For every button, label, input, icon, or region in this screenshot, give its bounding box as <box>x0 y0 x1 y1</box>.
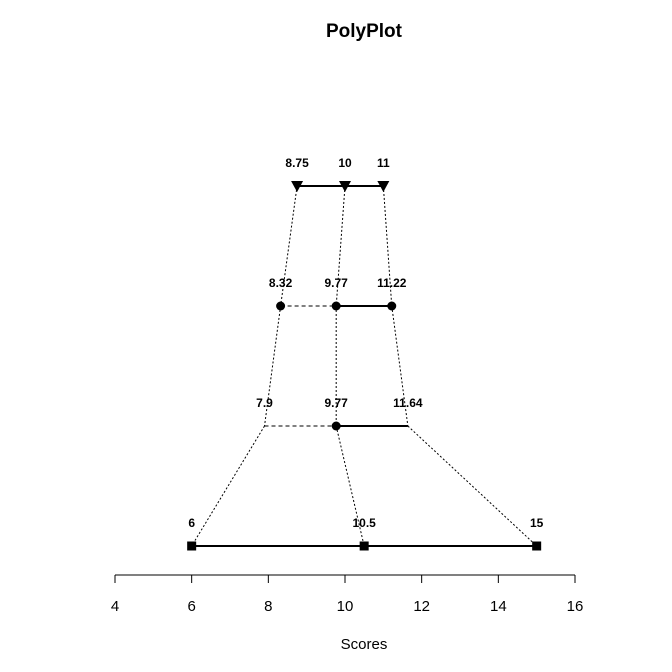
x-tick-label-4: 4 <box>111 598 119 615</box>
marker-upper-0 <box>377 181 390 192</box>
connector-lower-2 <box>191 425 265 547</box>
value-label-upper-2: 11.64 <box>393 396 423 410</box>
connector-lower-1 <box>264 305 282 427</box>
connector-upper-0 <box>382 185 393 307</box>
connector-center-2 <box>335 425 365 547</box>
x-axis: 4 6 8 10 12 14 16 <box>111 574 584 615</box>
marker-upper-3 <box>532 541 542 551</box>
value-labels: 8.75 10 11 8.32 9.77 11.22 7.9 9.77 11.64 6 10.5 15 <box>188 156 543 530</box>
value-label-lower-0: 8.75 <box>285 156 309 170</box>
x-tick-label-16: 16 <box>567 598 584 615</box>
value-label-lower-2: 7.9 <box>256 396 273 410</box>
marker-lower-3 <box>187 541 197 551</box>
value-label-center-0: 10 <box>338 156 352 170</box>
value-label-lower-3: 6 <box>188 516 195 530</box>
marker-lower-0 <box>291 181 304 192</box>
value-label-center-1: 9.77 <box>325 276 349 290</box>
value-label-upper-3: 15 <box>530 516 544 530</box>
x-tick-label-12: 12 <box>413 598 430 615</box>
marker-lower-1 <box>276 301 286 311</box>
marker-upper-1 <box>387 301 397 311</box>
marker-center-3 <box>359 541 369 551</box>
value-label-upper-0: 11 <box>377 156 390 170</box>
connector-lines <box>191 185 538 547</box>
value-label-center-3: 10.5 <box>352 516 376 530</box>
connector-center-0 <box>335 185 346 307</box>
marker-center-2 <box>331 421 341 431</box>
x-tick-label-6: 6 <box>187 598 195 615</box>
x-tick-label-8: 8 <box>264 598 272 615</box>
connector-upper-2 <box>407 425 538 547</box>
x-axis-title: Scores <box>341 636 388 653</box>
connector-upper-1 <box>391 305 409 427</box>
marker-center-1 <box>331 301 341 311</box>
value-label-center-2: 9.77 <box>325 396 349 410</box>
interval-segments <box>191 185 537 547</box>
connector-lower-0 <box>280 185 298 307</box>
value-label-lower-1: 8.32 <box>269 276 293 290</box>
marker-center-0 <box>339 181 351 192</box>
x-tick-label-10: 10 <box>337 598 354 615</box>
point-markers <box>187 181 542 551</box>
x-tick-label-14: 14 <box>490 598 507 615</box>
chart-title: PolyPlot <box>326 21 403 42</box>
value-label-upper-1: 11.22 <box>377 276 407 290</box>
